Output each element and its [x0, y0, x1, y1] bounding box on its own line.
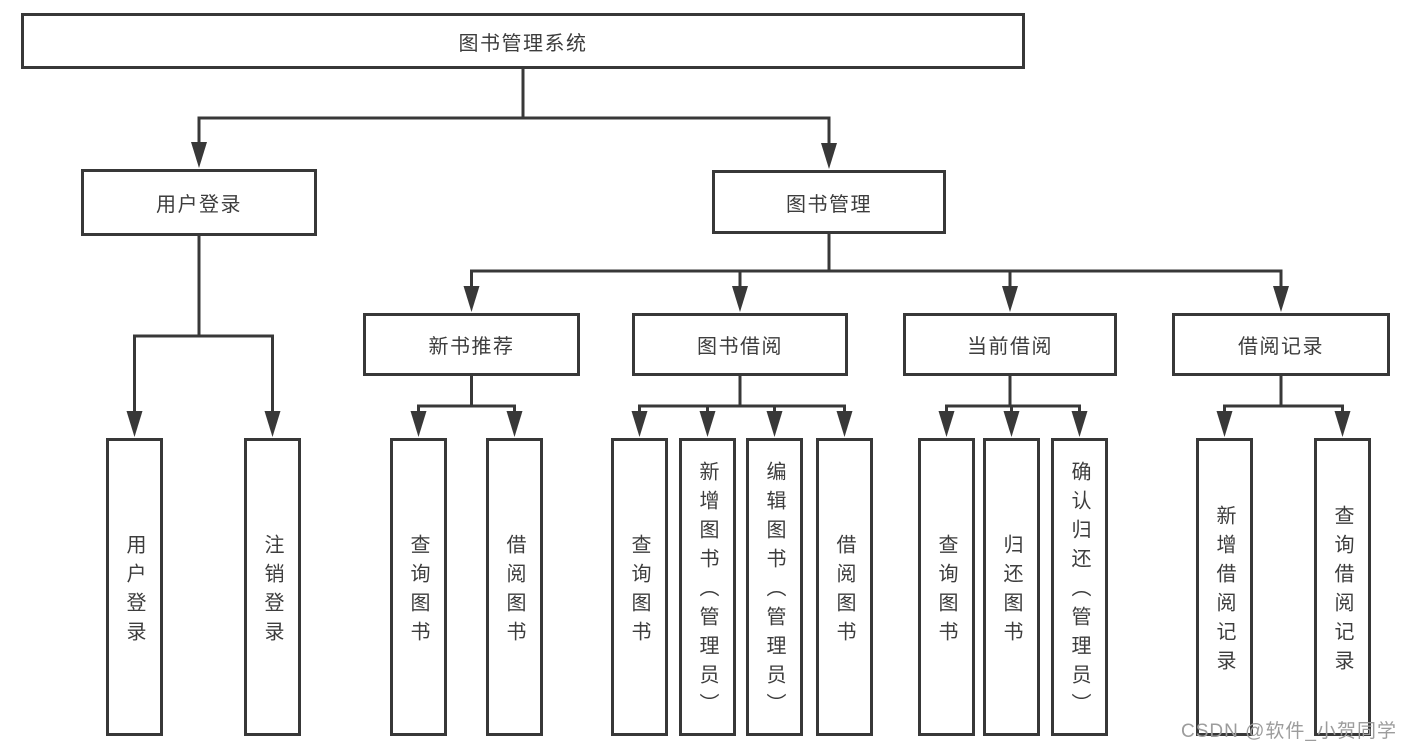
node-query-borrow-record: 查询借阅记录 [1314, 438, 1371, 736]
node-borrow-books-leaf: 借阅图书 [816, 438, 873, 736]
node-label: 借阅图书 [833, 533, 855, 650]
node-borrowing-records: 借阅记录 [1172, 313, 1390, 376]
node-label: 编辑图书（管理员） [763, 461, 785, 722]
node-new-book-recommend: 新书推荐 [363, 313, 580, 376]
node-edit-books-admin: 编辑图书（管理员） [746, 438, 803, 736]
node-label: 新增图书（管理员） [696, 461, 718, 722]
node-book-management: 图书管理 [712, 170, 946, 234]
node-query-books-recommend: 查询图书 [390, 438, 447, 736]
node-confirm-return-admin: 确认归还（管理员） [1051, 438, 1108, 736]
node-label: 查询图书 [628, 533, 650, 650]
node-label: 确认归还（管理员） [1068, 461, 1090, 722]
node-label: 注销登录 [261, 533, 283, 650]
node-label: 查询图书 [407, 533, 429, 650]
node-label: 借阅记录 [1238, 336, 1324, 358]
node-label: 查询借阅记录 [1331, 504, 1353, 679]
node-user-login-leaf: 用户登录 [106, 438, 163, 736]
node-user-login: 用户登录 [81, 169, 317, 236]
node-label: 新增借阅记录 [1213, 504, 1235, 679]
node-label: 新书推荐 [428, 336, 515, 358]
node-label: 借阅图书 [503, 533, 525, 650]
node-label: 图书借阅 [697, 336, 783, 358]
node-current-borrowing: 当前借阅 [903, 313, 1117, 376]
node-label: 用户登录 [156, 194, 242, 216]
node-add-borrow-record: 新增借阅记录 [1196, 438, 1253, 736]
node-label: 图书管理系统 [458, 32, 588, 55]
node-label: 查询图书 [935, 533, 957, 650]
node-library-management-system: 图书管理系统 [21, 13, 1025, 69]
node-book-borrowing: 图书借阅 [632, 313, 848, 376]
arrowhead-group [126, 142, 1351, 437]
node-label: 归还图书 [1000, 533, 1022, 650]
node-label: 图书管理 [786, 193, 872, 216]
node-query-books-current: 查询图书 [918, 438, 975, 736]
node-return-books: 归还图书 [983, 438, 1040, 736]
csdn-watermark: CSDN @软件_小贺同学 [1181, 721, 1397, 742]
node-query-books-borrowing: 查询图书 [611, 438, 668, 736]
node-label: 用户登录 [123, 533, 145, 650]
node-label: 当前借阅 [967, 336, 1053, 358]
node-add-books-admin: 新增图书（管理员） [679, 438, 736, 736]
node-borrow-books-recommend: 借阅图书 [486, 438, 543, 736]
node-logout: 注销登录 [244, 438, 301, 736]
